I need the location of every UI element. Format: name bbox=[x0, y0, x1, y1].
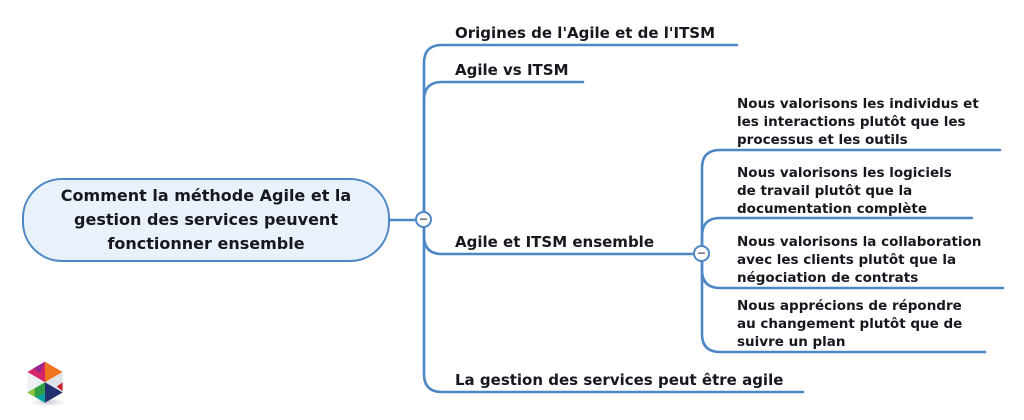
logo-facet-orange bbox=[45, 361, 63, 383]
topic-gestion-agile[interactable]: La gestion des services peut être agile bbox=[455, 371, 784, 389]
connector-sub-changement bbox=[700, 260, 987, 354]
root-topic[interactable]: Comment la méthode Agile et la gestion d… bbox=[22, 178, 390, 262]
connector-sub-logiciels bbox=[700, 216, 974, 248]
logo-facet-lime bbox=[27, 388, 35, 397]
topic-origines[interactable]: Origines de l'Agile et de l'ITSM bbox=[455, 24, 716, 42]
root-topic-line: gestion des services peuvent bbox=[74, 210, 338, 229]
collapse-button-sub[interactable]: − bbox=[693, 245, 710, 262]
root-topic-line: Comment la méthode Agile et la bbox=[60, 186, 352, 205]
connector-branch-agile-vs-itsm bbox=[422, 80, 585, 214]
minus-icon: − bbox=[418, 212, 429, 226]
subtopic-changement[interactable]: Nous apprécions de répondre au changemen… bbox=[737, 297, 962, 351]
subtopic-line: processus et les outils bbox=[737, 132, 908, 148]
logo-shadow bbox=[30, 397, 66, 407]
subtopic-line: les interactions plutôt que les bbox=[737, 114, 966, 130]
cube-logo bbox=[27, 361, 66, 407]
subtopic-line: documentation complète bbox=[737, 201, 928, 217]
subtopic-line: Nous apprécions de répondre bbox=[737, 298, 962, 314]
logo-facet-red bbox=[56, 382, 63, 392]
subtopic-line: suivre un plan bbox=[737, 334, 846, 350]
subtopic-line: Nous valorisons les logiciels bbox=[737, 165, 952, 181]
logo-facet-teal bbox=[36, 392, 45, 403]
subtopic-collaboration[interactable]: Nous valorisons la collaboration avec le… bbox=[737, 233, 981, 287]
logo-facet-purple bbox=[33, 361, 45, 373]
subtopic-line: négociation de contrats bbox=[737, 270, 919, 286]
subtopic-logiciels[interactable]: Nous valorisons les logiciels de travail… bbox=[737, 164, 952, 218]
connector-branch-origines bbox=[422, 43, 739, 214]
connector-sub-individus bbox=[700, 148, 1002, 248]
topic-ensemble[interactable]: Agile et ITSM ensemble bbox=[455, 233, 654, 251]
collapse-button-main[interactable]: − bbox=[415, 211, 432, 228]
connector-branch-gestion-agile bbox=[422, 226, 805, 394]
subtopic-line: Nous valorisons les individus et bbox=[737, 96, 979, 112]
subtopic-line: Nous valorisons la collaboration bbox=[737, 234, 982, 250]
minus-icon: − bbox=[696, 246, 707, 260]
subtopic-line: de travail plutôt que la bbox=[737, 183, 913, 199]
topic-agile-vs-itsm[interactable]: Agile vs ITSM bbox=[455, 61, 569, 79]
logo-facet-navy bbox=[45, 382, 63, 403]
subtopic-line: avec les clients plutôt que la bbox=[737, 252, 957, 268]
subtopic-individus[interactable]: Nous valorisons les individus et les int… bbox=[737, 95, 979, 149]
root-topic-line: fonctionner ensemble bbox=[107, 234, 305, 253]
logo-facet-white-left bbox=[27, 372, 45, 393]
subtopic-line: au changement plutôt que de bbox=[737, 316, 963, 332]
